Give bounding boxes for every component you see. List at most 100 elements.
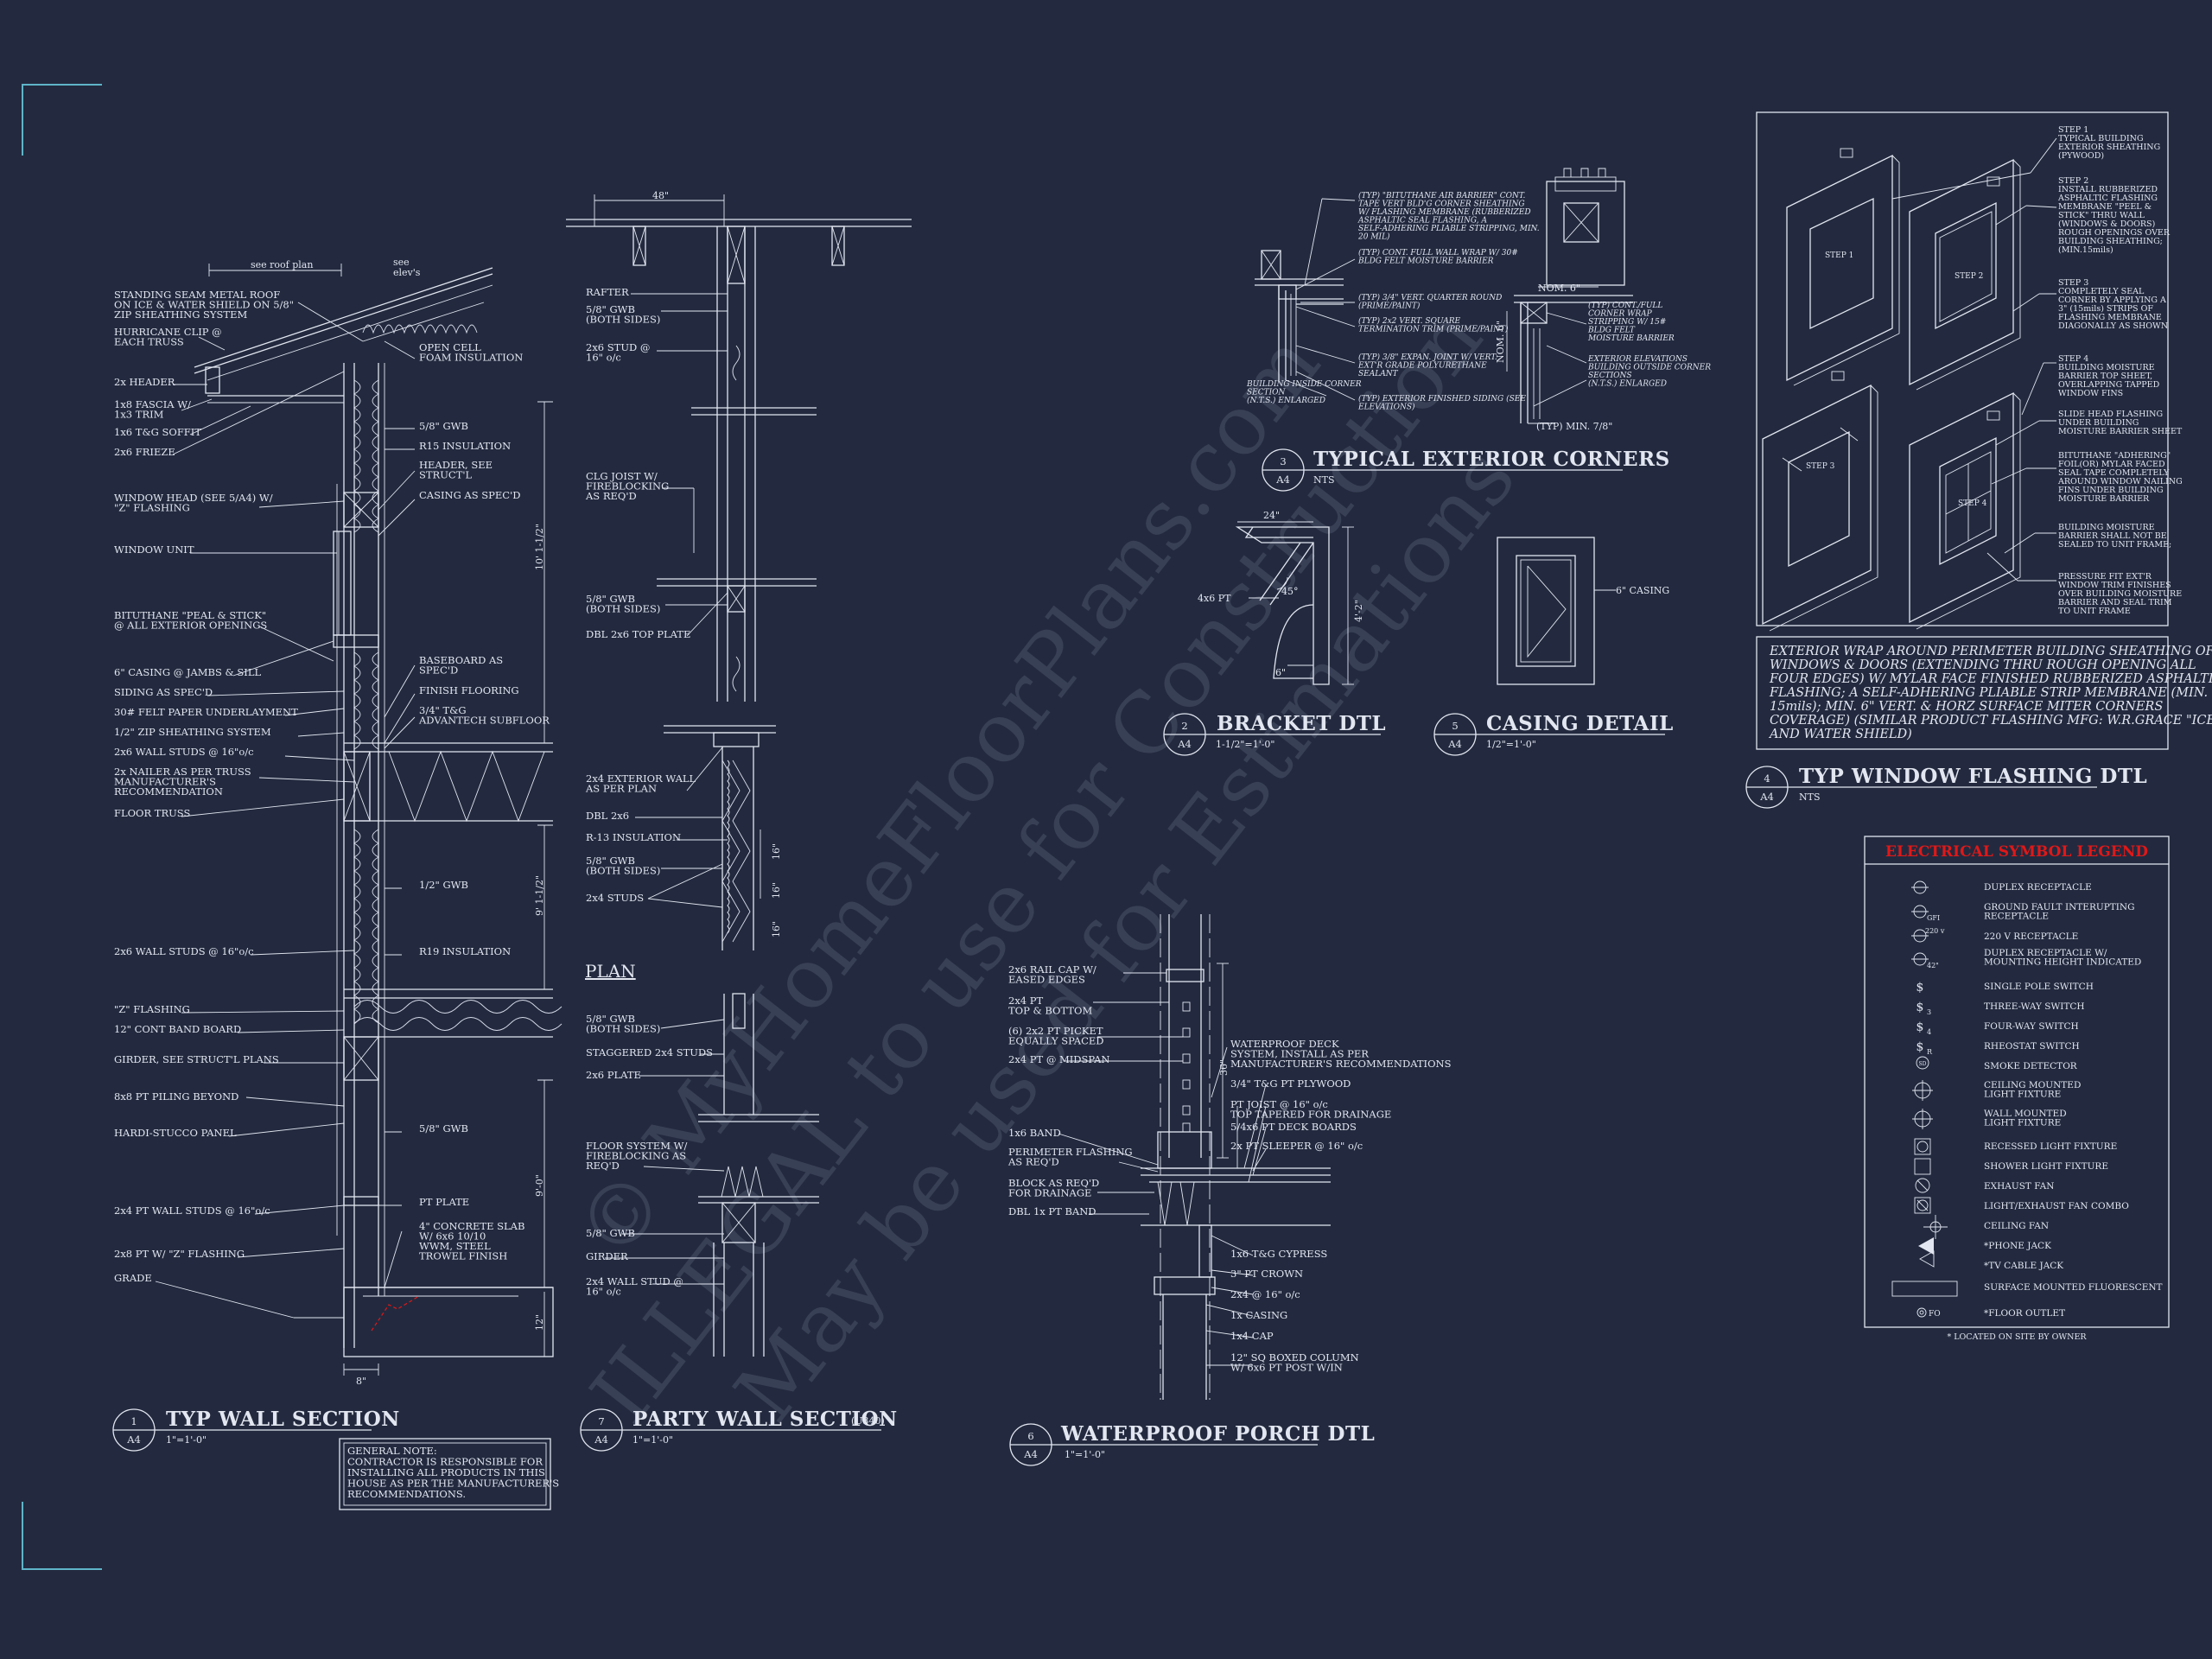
annotation-line: BUILDING MOISTURE	[2058, 363, 2155, 372]
annotation-line: 6" CASING @ JAMBS & SILL	[114, 666, 261, 678]
annotation-line: 2x4 WALL STUD @	[586, 1275, 683, 1287]
annotation-line: 5/8" GWB	[419, 420, 468, 432]
legend-title: ELECTRICAL SYMBOL LEGEND	[1885, 843, 2148, 861]
annotation-line: (N.T.S.) ENLARGED	[1247, 396, 1325, 405]
annotation-line: BUILDING OUTSIDE CORNER	[1587, 364, 1711, 372]
min-label: (TYP) MIN. 7/8"	[1536, 421, 1612, 432]
annotation-line: 2x4 PT	[1008, 995, 1044, 1007]
annotation-line: @ ALL EXTERIOR OPENINGS	[114, 620, 267, 632]
bracket-member: 4x6 PT	[1198, 593, 1231, 604]
annotation-line: (TYP) EXTERIOR FINISHED SIDING (SEE	[1358, 394, 1526, 404]
annotation-line: SLIDE HEAD FLASHING	[2058, 410, 2163, 419]
rheostat-switch-symbol: $	[1916, 1040, 1924, 1054]
annotation-line: RECESSED LIGHT FIXTURE	[1984, 1141, 2117, 1152]
annotation-line: (PYWOOD)	[2058, 151, 2104, 161]
annotation-line: "Z" FLASHING	[114, 1003, 190, 1015]
annotation-line: GROUND FAULT INTERUPTING	[1984, 902, 2135, 912]
see-label: see	[393, 257, 410, 268]
detail-number: 5	[1452, 720, 1458, 732]
annotation-line: 5/8" GWB	[586, 593, 635, 605]
annotation-line: 1/2" GWB	[419, 879, 468, 891]
nom-top: NOM. 6"	[1538, 283, 1580, 294]
annotation-line: ADVANTECH SUBFLOOR	[418, 715, 550, 727]
step-4-panel-label: STEP 4	[1958, 499, 1987, 508]
casing-title: CASING DETAIL	[1486, 712, 1674, 735]
dim-stem: 8"	[356, 1376, 366, 1387]
annotation-line: HOUSE AS PER THE MANUFACTURER'S	[347, 1478, 559, 1490]
annotation-line: GRADE	[114, 1272, 152, 1284]
annotation-line: WWM, STEEL	[419, 1240, 491, 1252]
casing-label: 6" CASING	[1616, 585, 1669, 596]
sheet-ref: A4	[126, 1433, 141, 1446]
annotation-line: WALL MOUNTED	[1984, 1109, 2067, 1119]
annotation-line: SURFACE MOUNTED FLUORESCENT	[1984, 1282, 2163, 1293]
waterproof-porch-drawing	[1058, 914, 1331, 1400]
annotation-line: (TYP) CONT./FULL	[1588, 301, 1662, 310]
annotation-line: FINS UNDER BUILDING	[2058, 486, 2164, 495]
annotation-line: PRESSURE FIT EXT'R	[2058, 572, 2152, 582]
casing-drawing	[1497, 537, 1616, 685]
annotation-line: MOISTURE BARRIER SHEET	[2058, 427, 2183, 436]
annotation-line: EXT'R GRADE POLYURETHANE	[1357, 362, 1487, 371]
annotation-line: (PRIME/PAINT)	[1358, 302, 1421, 311]
annotation-line: HEADER, SEE	[419, 459, 493, 471]
annotation-line: 2x4 EXTERIOR WALL	[586, 772, 696, 785]
typ-wall-section-drawing	[155, 264, 563, 1376]
annotation-line: FIREBLOCKING	[586, 480, 669, 493]
annotation-line: BLDG FELT MOISTURE BARRIER	[1357, 257, 1494, 266]
annotation-line: BUILDING INSIDE CORNER	[1246, 380, 1362, 389]
annotation-line: 16" o/c	[586, 352, 621, 364]
annotation-line: TROWEL FINISH	[419, 1250, 507, 1262]
annotation-line: MOISTURE BARRIER	[2058, 494, 2150, 504]
annotation-line: 5/8" GWB	[586, 1013, 635, 1025]
annotation-line: TO UNIT FRAME	[2058, 607, 2131, 616]
bracket-dim-base: 6"	[1275, 667, 1286, 678]
sheet-ref: A4	[1447, 738, 1462, 750]
scale-label: 1"=1'-0"	[1065, 1449, 1105, 1460]
annotation-line: 2x4 STUDS	[586, 892, 644, 904]
annotation-line: DBL 2x6 TOP PLATE	[586, 628, 690, 640]
annotation-line: UNDER BUILDING	[2058, 418, 2139, 428]
party-wall-dim-2: 16"	[771, 882, 782, 899]
annotation-line: STRUCT'L	[419, 469, 473, 481]
exterior-corners-dims: NOM. 6" NOM. 6" (TYP) MIN. 7/8"	[1495, 283, 1612, 432]
annotation-line: 2x HEADER	[114, 376, 175, 388]
window-flashing-title: TYP WINDOW FLASHING DTL	[1799, 765, 2147, 788]
annotation-line: SYSTEM, INSTALL AS PER	[1230, 1048, 1369, 1060]
annotation-line: SEALANT	[1358, 370, 1399, 378]
annotation-line: TOP TAPERED FOR DRAINAGE	[1230, 1109, 1391, 1121]
porch-title: WATERPROOF PORCH DTL	[1060, 1422, 1375, 1446]
annotation-line: PERIMETER FLASHING	[1008, 1146, 1133, 1158]
annotation-line: 2x6 STUD @	[586, 341, 650, 353]
typ-wall-section-top-labels: see roof plan see elev's	[251, 257, 421, 278]
annotation-line: MANUFACTURER'S RECOMMENDATIONS	[1230, 1058, 1452, 1070]
annotation-line: ZIP SHEATHING SYSTEM	[114, 308, 247, 321]
annotation-line: COVERAGE) (SIMILAR PRODUCT FLASHING MFG:…	[1770, 714, 2212, 728]
annotation-line: EXHAUST FAN	[1984, 1181, 2054, 1192]
annotation-line: INSTALL RUBBERIZED	[2058, 185, 2158, 194]
exterior-corners-notes: (TYP) "BITUTHANE AIR BARRIER" CONT.TAPE …	[1357, 191, 1540, 412]
annotation-line: CLG JOIST W/	[586, 470, 658, 482]
bracket-dim-width: 24"	[1263, 510, 1280, 521]
annotation-line: (TYP) 3/4" VERT. QUARTER ROUND	[1358, 293, 1502, 302]
party-wall-dim-1: 16"	[771, 843, 782, 860]
annotation-line: STEP 1	[2058, 125, 2088, 135]
porch-dim: 36"	[1218, 1059, 1230, 1076]
electrical-legend-frame	[1864, 836, 2170, 1328]
annotation-line: 3" PT CROWN	[1230, 1268, 1303, 1280]
scale-label: NTS	[1799, 791, 1821, 803]
exterior-corners-title-block: 3 A4 TYPICAL EXTERIOR CORNERS NTS	[1262, 448, 1670, 492]
annotation-line: RECEPTACLE	[1984, 912, 2049, 922]
annotation-line: STRIPPING W/ 15#	[1588, 318, 1666, 327]
annotation-line: RECOMMENDATION	[114, 785, 223, 798]
exterior-corners-title: TYPICAL EXTERIOR CORNERS	[1313, 448, 1670, 471]
step-1-panel-label: STEP 1	[1825, 251, 1853, 260]
annotation-line: REQ'D	[586, 1160, 620, 1172]
annotation-line: TAPE VERT BLD'G CORNER SHEATHING	[1358, 200, 1525, 209]
nom-side: NOM. 6"	[1495, 321, 1506, 363]
elevs-label: elev's	[393, 267, 421, 278]
annotation-line: W/ 6x6 10/10	[419, 1230, 486, 1243]
general-note-text: GENERAL NOTE:CONTRACTOR IS RESPONSIBLE F…	[347, 1445, 559, 1500]
